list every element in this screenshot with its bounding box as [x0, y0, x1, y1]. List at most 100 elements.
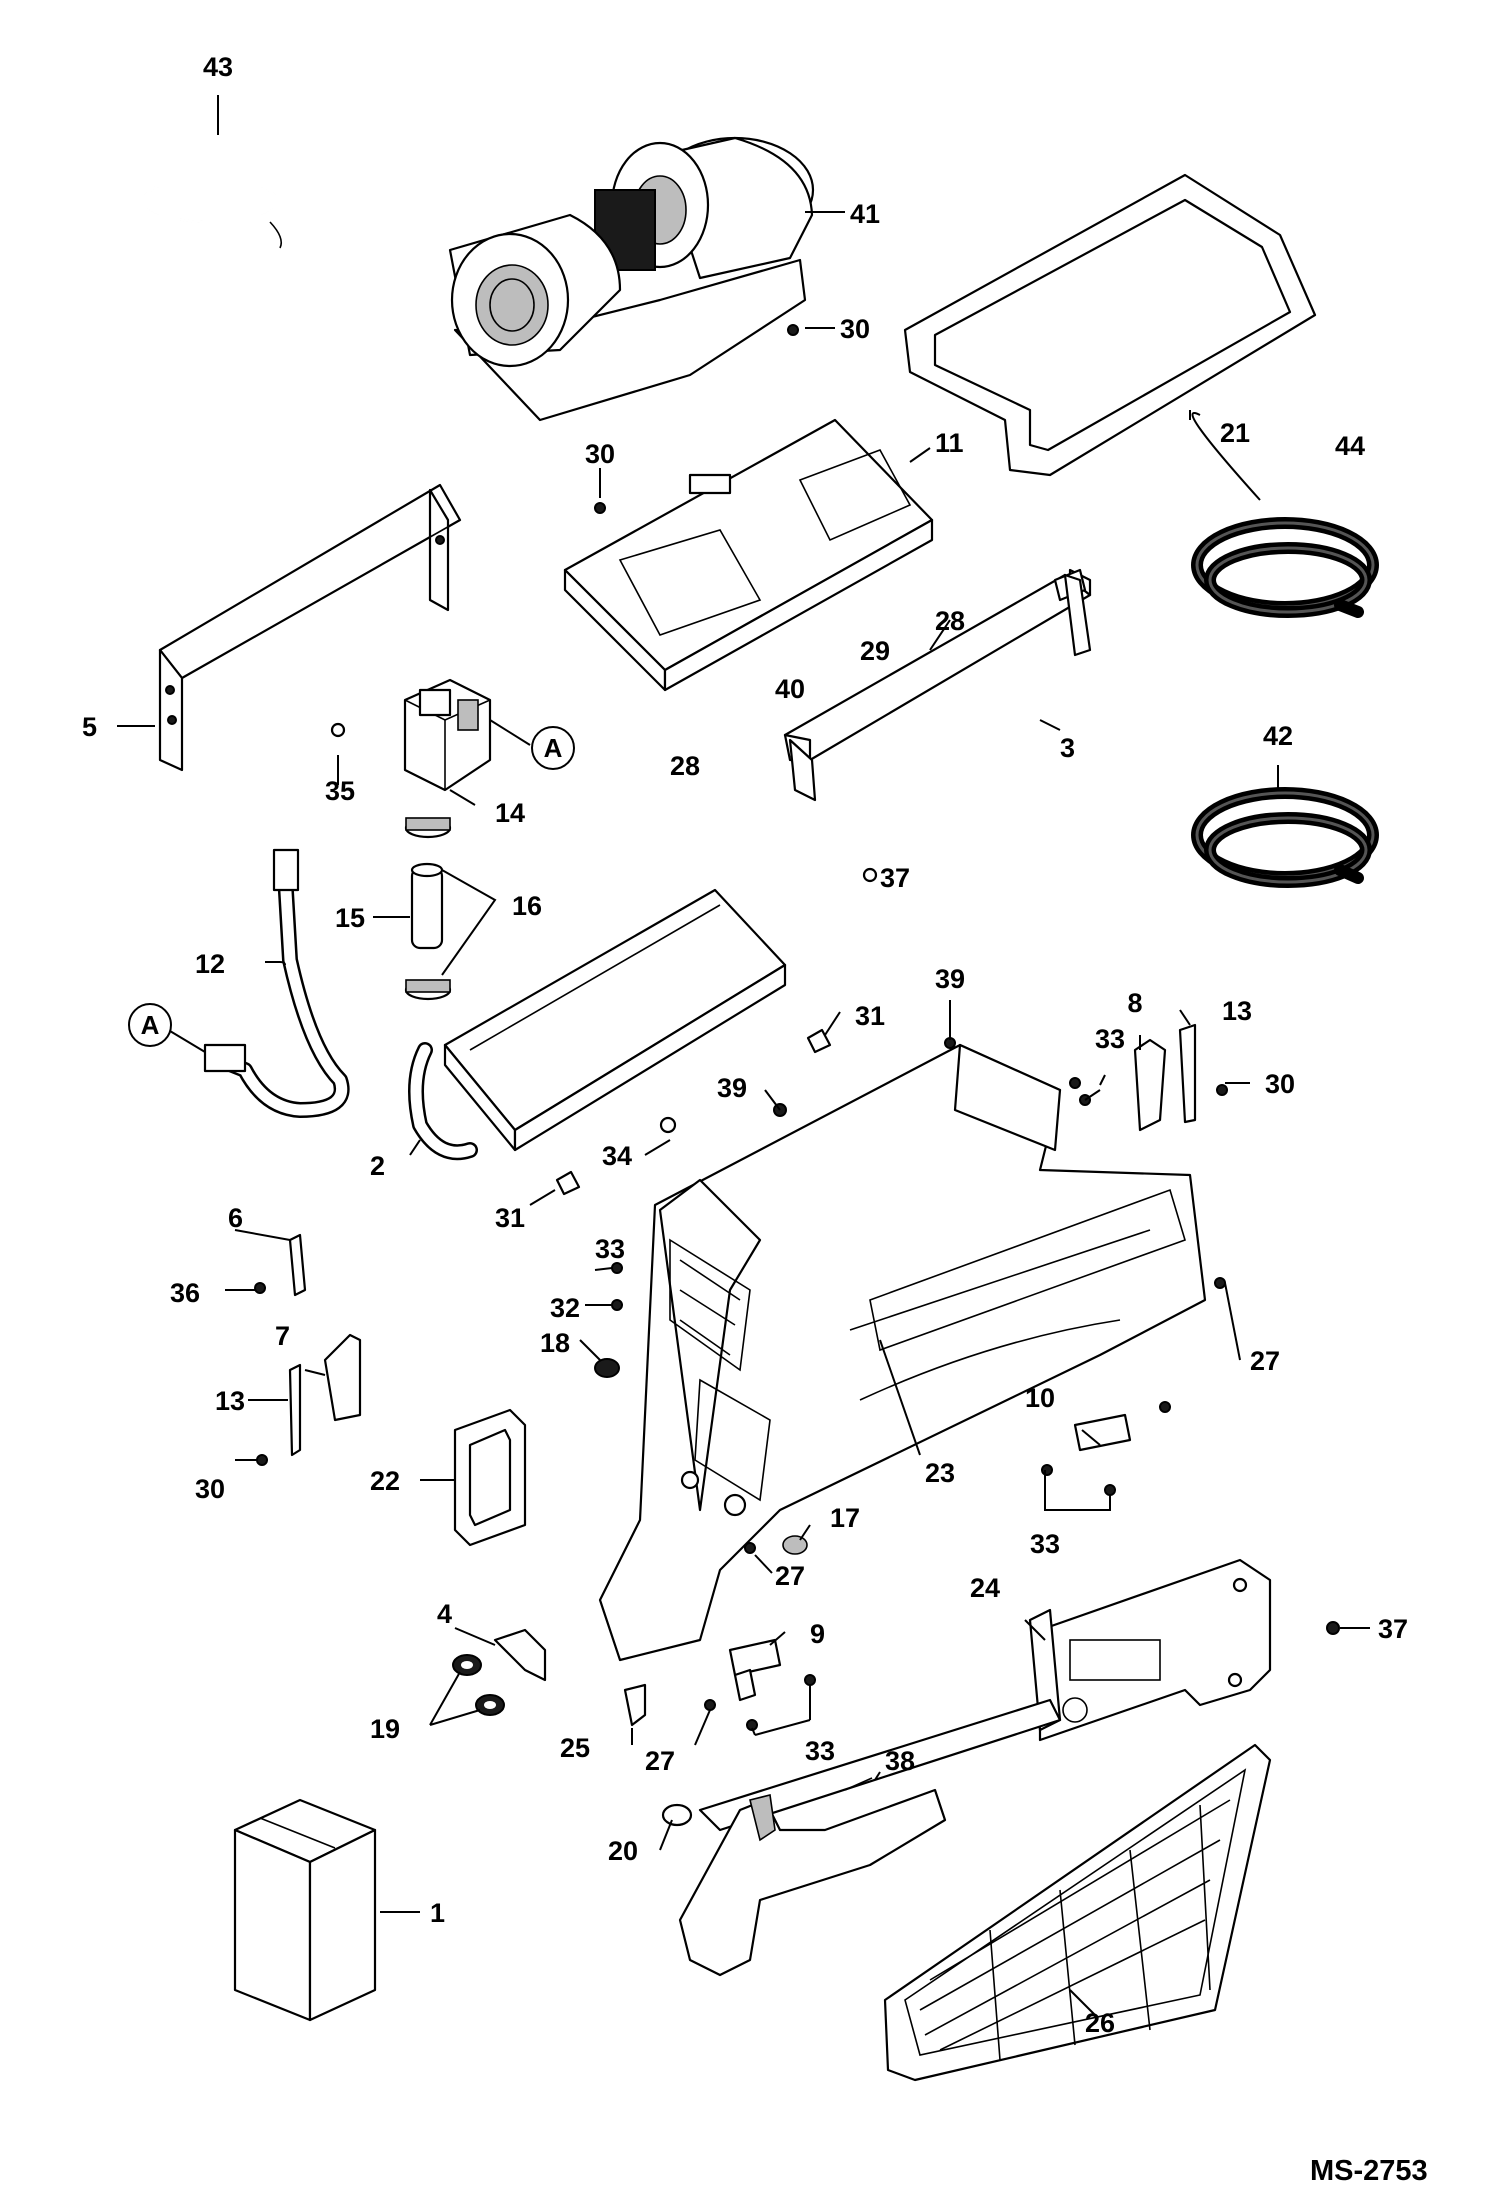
callout-13: 13 [1222, 996, 1252, 1026]
callout-19: 19 [370, 1714, 400, 1744]
bracket-3 [783, 568, 1092, 802]
panel-24 [698, 1558, 1272, 1832]
callout-29: 29 [860, 636, 890, 666]
callout-44: 44 [1335, 431, 1365, 461]
box-1 [233, 1798, 377, 2022]
clip-31-lower [555, 1170, 581, 1196]
callout-33: 33 [805, 1736, 835, 1766]
valve-14 [403, 678, 492, 792]
fasteners [254, 324, 1340, 1731]
callout-34: 34 [602, 1141, 632, 1171]
bracket-8 [1133, 1038, 1167, 1132]
callout-3: 3 [1060, 733, 1075, 763]
callout-14: 14 [495, 798, 525, 828]
bracket-10 [1073, 1413, 1132, 1452]
callout-2: 2 [370, 1151, 385, 1181]
hose-coil-42 [1191, 787, 1379, 888]
plate-4 [493, 1628, 547, 1682]
bracket-9 [728, 1638, 782, 1702]
hose-coil-43 [134, 176, 294, 249]
callout-35: 35 [325, 776, 355, 806]
callout-28: 28 [670, 751, 700, 781]
callout-27: 27 [775, 1561, 805, 1591]
leader-lines [117, 95, 1370, 2016]
grommet-18 [594, 1358, 620, 1378]
callout-28: 28 [935, 606, 965, 636]
callout-1: 1 [430, 1898, 445, 1928]
callout-41: 41 [850, 199, 880, 229]
gasket-22 [453, 1408, 527, 1547]
reference-marker-a-lower: A [128, 1003, 172, 1047]
panel-front-26 [678, 1743, 1272, 2082]
callout-25: 25 [560, 1733, 590, 1763]
grommets-19 [452, 1654, 505, 1716]
callout-23: 23 [925, 1458, 955, 1488]
callout-11: 11 [935, 428, 964, 458]
hose-coil-44 [1191, 517, 1379, 618]
callout-39: 39 [717, 1073, 747, 1103]
callout-18: 18 [540, 1328, 570, 1358]
strap-13-left [288, 1363, 302, 1457]
callout-31: 31 [855, 1001, 885, 1031]
callout-6: 6 [228, 1203, 243, 1233]
reference-marker-text: A [141, 1010, 160, 1040]
callout-38: 38 [885, 1746, 915, 1776]
callout-43: 43 [203, 52, 233, 82]
callout-7: 7 [275, 1321, 290, 1351]
plug-20 [661, 1803, 693, 1827]
callout-16: 16 [512, 891, 542, 921]
drawing-code: MS-2753 [1310, 2155, 1428, 2187]
callout-4: 4 [437, 1599, 452, 1629]
callout-37: 37 [1378, 1614, 1408, 1644]
harness-12 [203, 848, 350, 1118]
callout-33: 33 [1095, 1024, 1125, 1054]
callout-17: 17 [830, 1503, 860, 1533]
callout-15: 15 [335, 903, 365, 933]
callout-30: 30 [195, 1474, 225, 1504]
callout-26: 26 [1085, 2008, 1115, 2038]
callout-40: 40 [775, 674, 805, 704]
callout-12: 12 [195, 949, 225, 979]
callout-21: 21 [1220, 418, 1250, 448]
callout-22: 22 [370, 1466, 400, 1496]
blower-assembly-41 [448, 136, 815, 422]
callout-labels: 43 41 30 30 11 21 44 28 29 40 3 42 5 35 … [82, 52, 1408, 2038]
callout-39: 39 [935, 964, 965, 994]
callout-42: 42 [1263, 721, 1293, 751]
callout-10: 10 [1025, 1383, 1055, 1413]
callout-5: 5 [82, 712, 97, 742]
callout-27: 27 [645, 1746, 675, 1776]
bracket-6 [288, 1233, 307, 1297]
reference-marker-a-upper: A [531, 726, 575, 770]
clamp-16-upper [404, 817, 452, 839]
callout-13: 13 [215, 1386, 245, 1416]
bracket-5 [158, 483, 462, 772]
callout-27: 27 [1250, 1346, 1280, 1376]
bracket-7 [323, 1333, 362, 1422]
callout-8: 8 [1127, 988, 1142, 1018]
callout-30: 30 [840, 314, 870, 344]
callout-24: 24 [970, 1573, 1000, 1603]
callout-36: 36 [170, 1278, 200, 1308]
housing-23 [598, 1043, 1207, 1662]
blower-tray-11 [563, 418, 934, 692]
clip-31-upper [806, 1028, 832, 1054]
screw-38 [844, 1777, 873, 1791]
filter-frame-21 [903, 173, 1317, 477]
reference-marker-text: A [544, 733, 563, 763]
tube-15 [410, 862, 444, 950]
callout-20: 20 [608, 1836, 638, 1866]
callout-32: 32 [550, 1293, 580, 1323]
callout-33: 33 [1030, 1529, 1060, 1559]
heater-core-2 [408, 888, 787, 1161]
clamp-16-lower [404, 979, 452, 1001]
callout-31: 31 [495, 1203, 525, 1233]
grommet-17 [782, 1535, 808, 1555]
callout-30: 30 [1265, 1069, 1295, 1099]
callout-9: 9 [810, 1619, 825, 1649]
callout-30: 30 [585, 439, 615, 469]
strap-13-right [1178, 1023, 1197, 1124]
callout-37: 37 [880, 863, 910, 893]
callout-33: 33 [595, 1234, 625, 1264]
